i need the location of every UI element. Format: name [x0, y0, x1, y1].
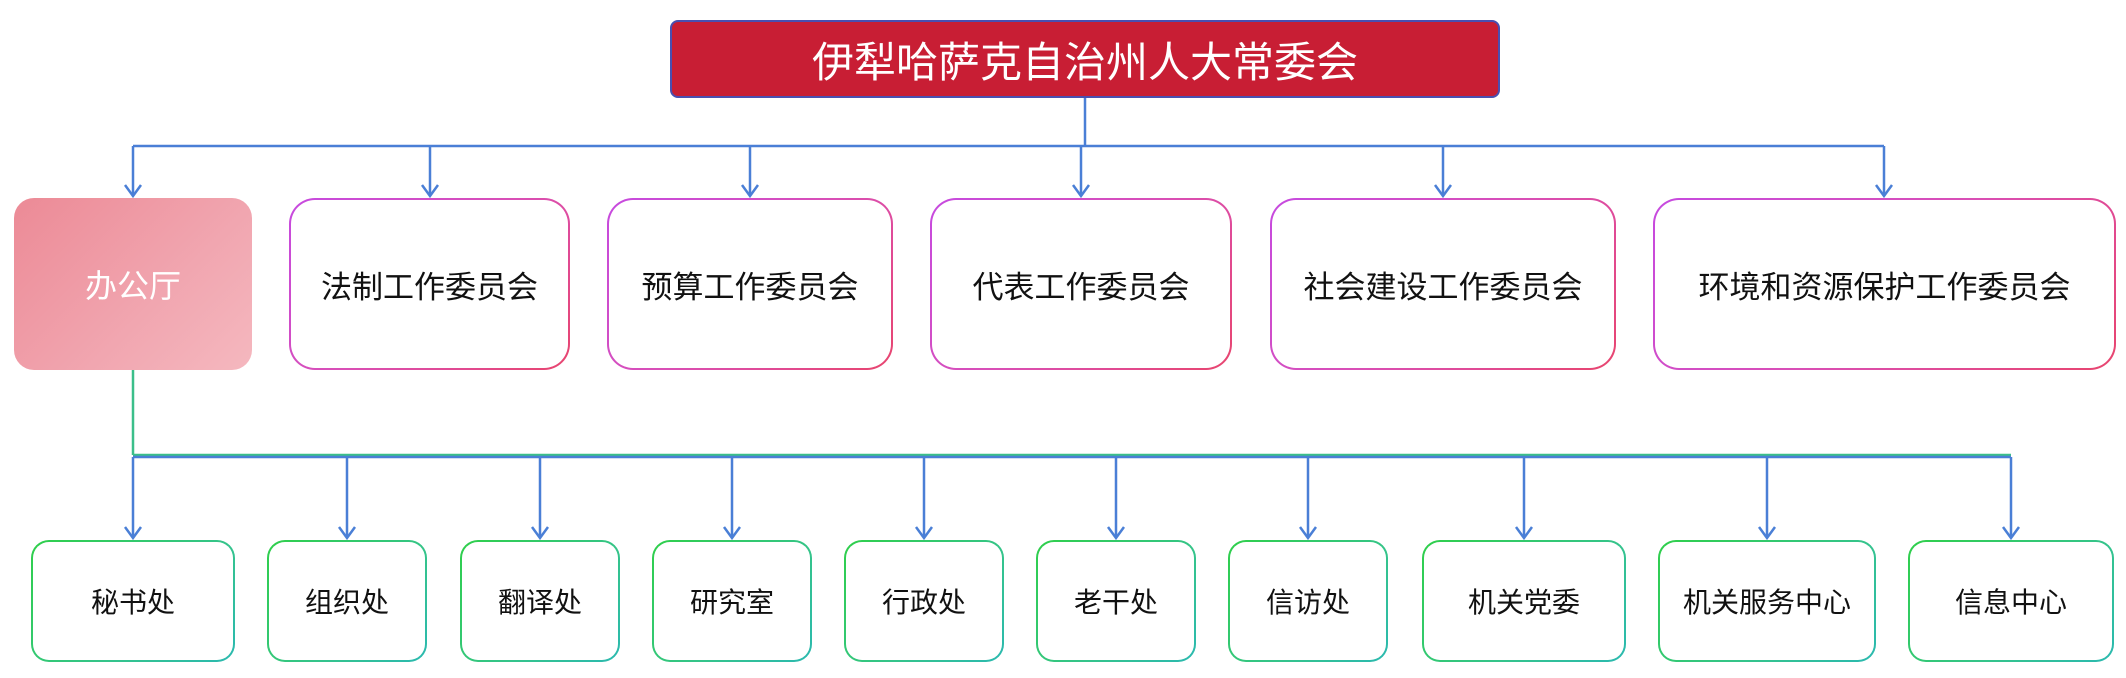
node-veteran-cadres: 老干处 [1036, 540, 1196, 662]
committee-arrow-5 [1874, 184, 1894, 199]
department-arrow-5 [1106, 526, 1126, 541]
node-social-committee: 社会建设工作委员会 [1270, 198, 1616, 370]
department-arrow-2 [530, 526, 550, 541]
committee-arrow-2 [740, 184, 760, 199]
node-research: 研究室 [652, 540, 812, 662]
department-arrow-0 [123, 526, 143, 541]
committee-arrow-4 [1433, 184, 1453, 199]
node-service-center: 机关服务中心 [1658, 540, 1876, 662]
node-deputy-committee: 代表工作委员会 [930, 198, 1232, 370]
node-petitions: 信访处 [1228, 540, 1388, 662]
department-arrow-7 [1514, 526, 1534, 541]
department-arrow-1 [337, 526, 357, 541]
department-arrow-9 [2001, 526, 2021, 541]
node-translation: 翻译处 [460, 540, 620, 662]
committee-arrow-0 [123, 184, 143, 199]
department-arrow-3 [722, 526, 742, 541]
node-organization: 组织处 [267, 540, 427, 662]
node-secretariat: 秘书处 [31, 540, 235, 662]
node-general-office: 办公厅 [14, 198, 252, 370]
department-arrow-8 [1757, 526, 1777, 541]
node-environment-committee: 环境和资源保护工作委员会 [1653, 198, 2116, 370]
node-budget-committee: 预算工作委员会 [607, 198, 893, 370]
node-administration: 行政处 [844, 540, 1004, 662]
committee-arrow-1 [420, 184, 440, 199]
root-node: 伊犁哈萨克自治州人大常委会 [670, 20, 1500, 98]
committee-arrow-3 [1071, 184, 1091, 199]
department-arrow-6 [1298, 526, 1318, 541]
node-legal-committee: 法制工作委员会 [289, 198, 570, 370]
department-arrow-4 [914, 526, 934, 541]
node-information-center: 信息中心 [1908, 540, 2114, 662]
node-party-committee: 机关党委 [1422, 540, 1626, 662]
